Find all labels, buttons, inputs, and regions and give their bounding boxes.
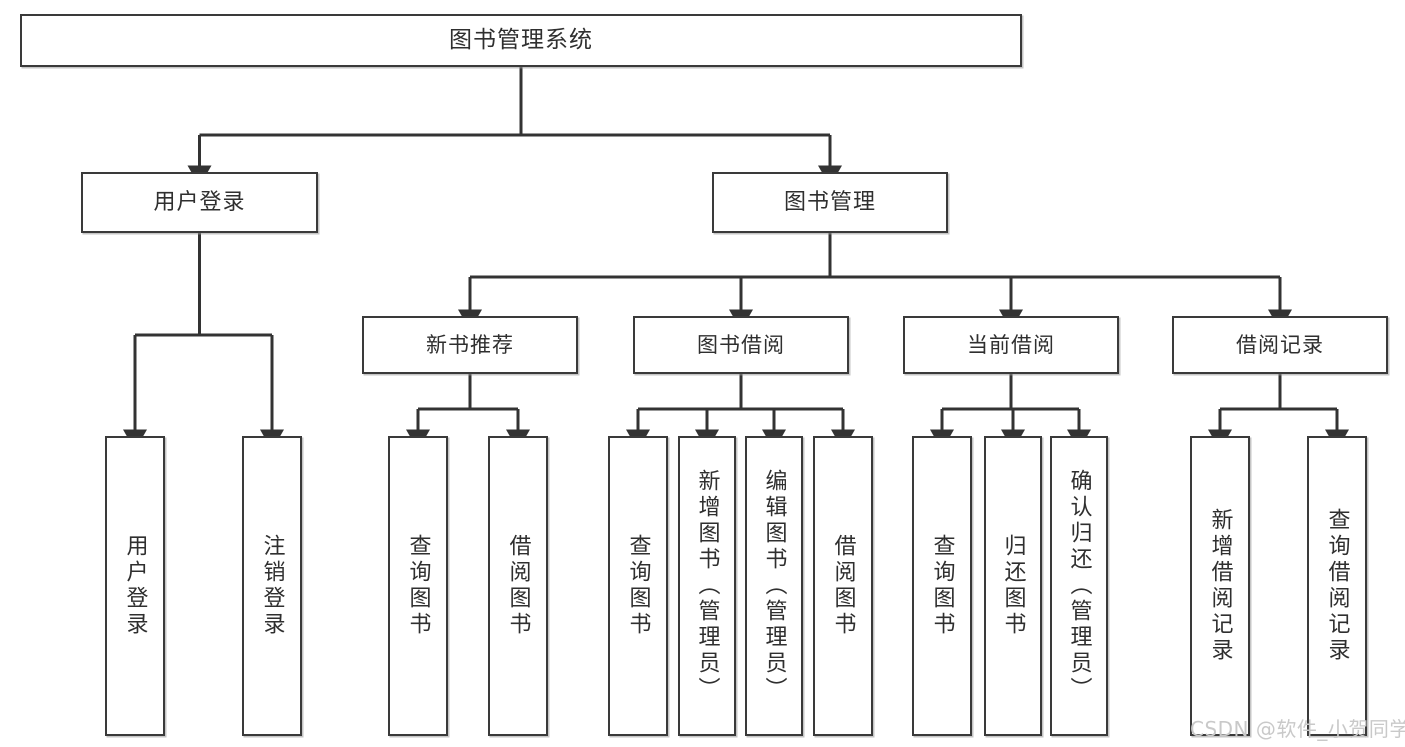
node-current-borrow[interactable]: 当前借阅 bbox=[903, 316, 1119, 374]
node-label: 确认归还（管理员） bbox=[1066, 469, 1092, 703]
node-label: 新增借阅记录 bbox=[1207, 508, 1233, 664]
node-label: 借阅记录 bbox=[1236, 332, 1324, 357]
node-label: 查询图书 bbox=[405, 534, 431, 638]
node-leaf-return-book[interactable]: 归还图书 bbox=[984, 436, 1042, 736]
node-leaf-confirm-return-admin[interactable]: 确认归还（管理员） bbox=[1050, 436, 1108, 736]
node-label: 查询图书 bbox=[625, 534, 651, 638]
node-label: 查询图书 bbox=[929, 534, 955, 638]
node-leaf-user-login[interactable]: 用户登录 bbox=[105, 436, 165, 736]
node-label: 新书推荐 bbox=[426, 332, 514, 357]
node-label: 用户登录 bbox=[153, 189, 246, 215]
node-book-management[interactable]: 图书管理 bbox=[712, 172, 948, 233]
node-label: 查询借阅记录 bbox=[1324, 508, 1350, 664]
node-label: 用户登录 bbox=[122, 534, 148, 638]
node-label: 新增图书（管理员） bbox=[694, 469, 720, 703]
node-user-login[interactable]: 用户登录 bbox=[81, 172, 318, 233]
node-label: 图书借阅 bbox=[697, 332, 785, 357]
node-leaf-query-book-2[interactable]: 查询图书 bbox=[608, 436, 668, 736]
node-root[interactable]: 图书管理系统 bbox=[20, 14, 1022, 67]
node-leaf-edit-book-admin[interactable]: 编辑图书（管理员） bbox=[745, 436, 803, 736]
node-leaf-add-book-admin[interactable]: 新增图书（管理员） bbox=[678, 436, 736, 736]
node-leaf-logout[interactable]: 注销登录 bbox=[242, 436, 302, 736]
node-leaf-query-book-1[interactable]: 查询图书 bbox=[388, 436, 448, 736]
node-label: 借阅图书 bbox=[505, 534, 531, 638]
node-leaf-add-borrow-record[interactable]: 新增借阅记录 bbox=[1190, 436, 1250, 736]
node-label: 图书管理 bbox=[783, 189, 876, 215]
node-leaf-borrow-book-1[interactable]: 借阅图书 bbox=[488, 436, 548, 736]
node-label: 注销登录 bbox=[259, 534, 285, 638]
node-leaf-query-borrow-record[interactable]: 查询借阅记录 bbox=[1307, 436, 1367, 736]
node-label: 图书管理系统 bbox=[449, 26, 593, 53]
node-label: 编辑图书（管理员） bbox=[761, 469, 787, 703]
node-new-book-recommend[interactable]: 新书推荐 bbox=[362, 316, 578, 374]
node-borrow-record[interactable]: 借阅记录 bbox=[1172, 316, 1388, 374]
node-label: 归还图书 bbox=[1000, 534, 1026, 638]
node-book-borrow[interactable]: 图书借阅 bbox=[633, 316, 849, 374]
node-leaf-query-book-3[interactable]: 查询图书 bbox=[912, 436, 972, 736]
node-label: 当前借阅 bbox=[967, 332, 1055, 357]
node-label: 借阅图书 bbox=[830, 534, 856, 638]
node-leaf-borrow-book-2[interactable]: 借阅图书 bbox=[813, 436, 873, 736]
